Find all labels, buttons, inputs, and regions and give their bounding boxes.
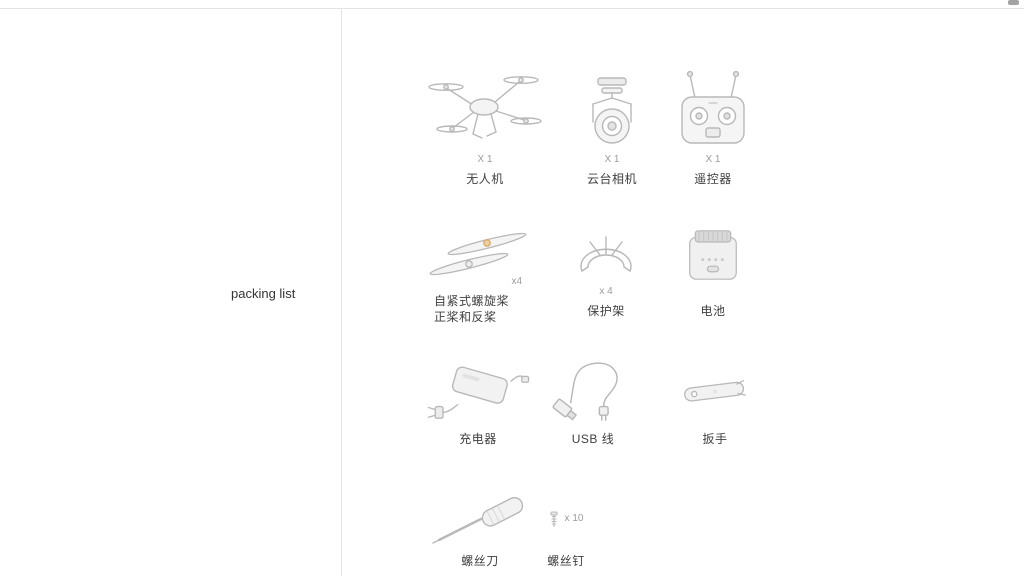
item-screwdriver: 螺丝刀 xyxy=(425,490,535,569)
item-label: 螺丝刀 xyxy=(461,554,499,568)
section-title: packing list xyxy=(231,286,296,301)
wrench-icon xyxy=(678,356,752,426)
item-label: USB 线 xyxy=(571,432,615,446)
item-label: 螺丝钉 xyxy=(547,554,585,568)
top-divider xyxy=(0,8,1024,9)
item-gimbal-camera: X 1 云台相机 xyxy=(580,70,644,187)
item-battery: 电池 xyxy=(682,228,744,319)
item-label: 保护架 xyxy=(587,304,625,318)
item-label: 电池 xyxy=(700,304,726,318)
scrollbar-thumb[interactable] xyxy=(1008,0,1019,5)
item-label: 云台相机 xyxy=(586,172,637,186)
propeller-icon xyxy=(420,228,538,282)
item-usb-cable: USB 线 xyxy=(542,356,644,447)
item-label: 遥控器 xyxy=(694,172,732,186)
item-prop-guard: x 4 保护架 xyxy=(568,228,644,319)
item-count: X 1 xyxy=(705,154,721,165)
item-screws: x 10 螺丝钉 xyxy=(534,490,598,569)
item-count: X 1 xyxy=(604,154,620,165)
charger-icon xyxy=(420,356,536,426)
item-charger: 充电器 xyxy=(420,356,536,447)
item-propellers: x4 自紧式螺旋桨 正桨和反桨 xyxy=(420,228,538,325)
screw-art: x 10 xyxy=(534,490,598,548)
item-label: 充电器 xyxy=(459,432,497,446)
item-label: 自紧式螺旋桨 xyxy=(434,294,510,308)
item-remote-controller: X 1 遥控器 xyxy=(679,70,747,187)
item-label: 无人机 xyxy=(466,172,504,186)
item-count: x4 xyxy=(511,276,522,287)
remote-controller-icon xyxy=(679,70,747,150)
section-divider xyxy=(341,9,342,576)
battery-icon xyxy=(682,228,744,282)
item-drone: X 1 无人机 xyxy=(423,70,547,187)
item-wrench: 扳手 xyxy=(678,356,752,447)
drone-icon xyxy=(423,70,547,150)
screw-icon xyxy=(549,510,559,528)
item-label-line2: 正桨和反桨 xyxy=(434,310,497,324)
item-count: x 10 xyxy=(564,513,584,524)
prop-guard-icon xyxy=(568,228,644,282)
usb-cable-icon xyxy=(542,356,644,426)
item-label: 扳手 xyxy=(702,432,728,446)
screwdriver-icon xyxy=(425,490,535,548)
item-count: x 4 xyxy=(599,286,613,297)
gimbal-camera-icon xyxy=(580,70,644,150)
item-count: X 1 xyxy=(477,154,493,165)
